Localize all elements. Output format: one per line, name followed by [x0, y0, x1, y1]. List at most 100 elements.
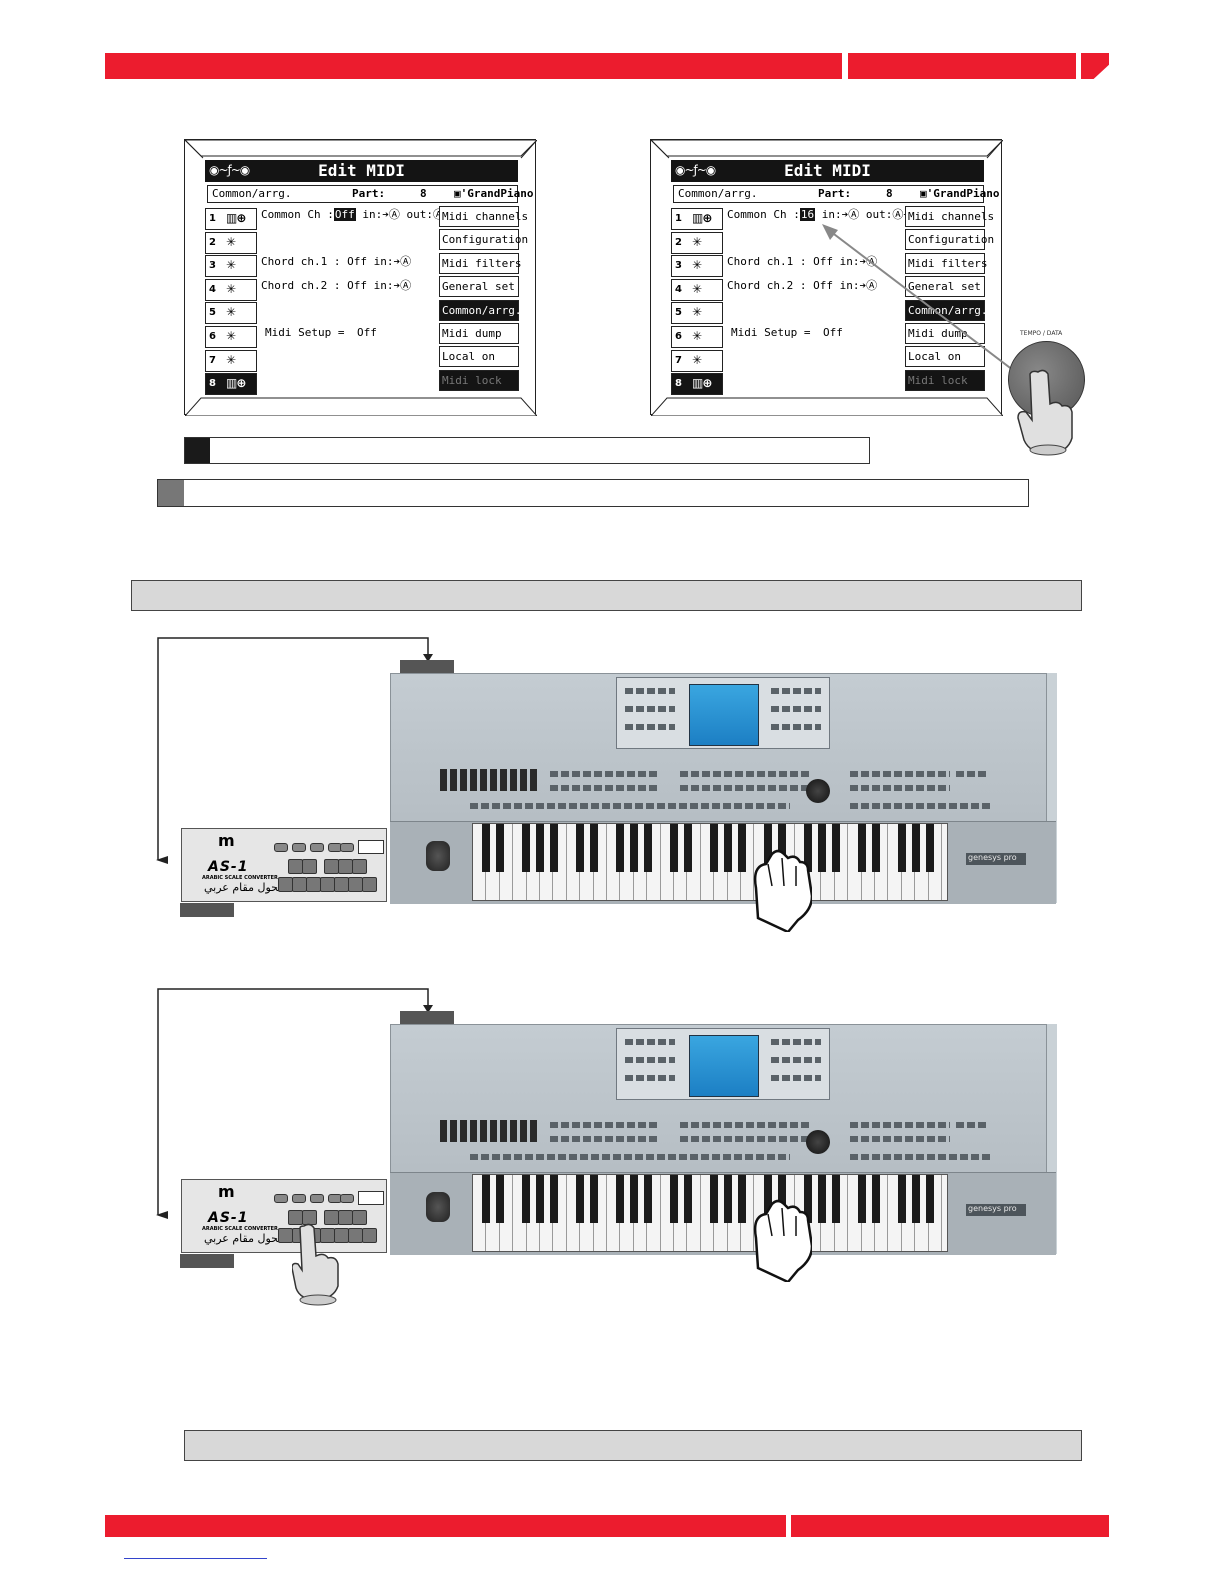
sound-name: ▣'GrandPiano — [920, 187, 1000, 200]
lcd-title: Edit MIDI — [784, 161, 871, 180]
as1-title: AS-1 — [208, 859, 249, 875]
midi-setup-row[interactable]: Midi Setup =Off — [265, 326, 377, 339]
midi-in-icon: ➔Ⓐ — [382, 208, 400, 221]
part-row[interactable]: 4✳ — [671, 278, 723, 301]
part-row[interactable]: 2✳ — [671, 231, 723, 254]
muted-part-icon: ✳ — [692, 328, 702, 343]
menu-item-midi-lock[interactable]: Midi lock — [439, 369, 519, 391]
header-bar-middle — [848, 53, 1076, 79]
data-dial-knob[interactable] — [806, 779, 830, 803]
part-row[interactable]: 2✳ — [205, 231, 257, 254]
part-row[interactable]: 7✳ — [205, 349, 257, 372]
midi-in-icon: ➔Ⓐ — [859, 255, 878, 268]
part-row[interactable]: 4✳ — [205, 278, 257, 301]
keybed[interactable] — [472, 1174, 948, 1252]
menu-item-midi-channels[interactable]: Midi channels — [439, 206, 528, 227]
part-row[interactable]: 5✳ — [205, 302, 257, 325]
part-row[interactable]: 6✳ — [205, 325, 257, 348]
lcd-info-bar: Common/arrg. Part: 8 ▣'GrandPiano — [673, 185, 999, 203]
menu-item-local-on[interactable]: Local on — [905, 346, 985, 368]
port-label-3 — [400, 1011, 454, 1025]
menu-item-general-set[interactable]: General set — [439, 276, 519, 298]
menu-item-general-set[interactable]: General set — [905, 276, 985, 298]
playing-hand-icon — [753, 849, 812, 932]
section-bar-top — [131, 580, 1082, 611]
part-row[interactable]: 1▥⊕ — [205, 208, 257, 230]
midi-cable-2 — [156, 988, 433, 1219]
piano-midi-icon: ▥⊕ — [692, 376, 712, 391]
section-name: Common/arrg. — [678, 187, 758, 200]
muted-part-icon: ✳ — [226, 352, 236, 367]
muted-part-icon: ✳ — [692, 352, 702, 367]
menu-item-midi-channels[interactable]: Midi channels — [905, 206, 994, 227]
common-ch-row[interactable]: Common Ch :16 in:➔Ⓐ out:Ⓐ➔ — [727, 208, 910, 221]
menu-item-local-on[interactable]: Local on — [439, 346, 519, 368]
lcd-bevel — [185, 140, 537, 416]
as1-logo: m — [218, 1182, 235, 1201]
midi-connector-icon: ◉~ƒ~◉ — [675, 163, 716, 177]
chord-ch1-row[interactable]: Chord ch.1 : Off in:➔Ⓐ — [727, 255, 878, 268]
common-ch-row[interactable]: Common Ch :Off in:➔Ⓐ out:Ⓐ➔ — [261, 206, 451, 222]
caption-box-2 — [157, 479, 1029, 507]
menu-item-midi-lock[interactable]: Midi lock — [905, 369, 985, 391]
part-row[interactable]: 3✳ — [205, 255, 257, 278]
footer-link-underline — [124, 1558, 267, 1559]
as1-arabic-text: محول مقام عربي — [204, 1232, 285, 1245]
menu-item-midi-dump[interactable]: Midi dump — [439, 322, 519, 344]
common-ch-value: Off — [333, 208, 356, 221]
genesys-keyboard-2: genesys pro — [390, 1024, 1057, 1255]
muted-part-icon: ✳ — [226, 281, 236, 296]
section-bar-bottom — [184, 1430, 1082, 1461]
part-row[interactable]: 1▥⊕ — [671, 208, 723, 230]
lcd-title: Edit MIDI — [318, 161, 405, 180]
footer-bar-right — [791, 1515, 1109, 1537]
lcd-screen-right: ◉~ƒ~◉ Edit MIDI Common/arrg. Part: 8 ▣'G… — [650, 139, 1003, 416]
caption-box-2-marker — [158, 480, 184, 506]
midi-setup-row[interactable]: Midi Setup =Off — [731, 326, 843, 339]
part-row[interactable]: 6✳ — [671, 325, 723, 348]
as1-display — [358, 840, 384, 854]
menu-item-common-arrg[interactable]: Common/arrg. — [439, 299, 521, 321]
keybed[interactable] — [472, 823, 948, 901]
as1-converter-2: m AS-1 ARABIC SCALE CONVERTER محول مقام … — [181, 1179, 387, 1253]
part-list: 1▥⊕ 2✳ 3✳ 4✳ 5✳ 6✳ 7✳ 8▥⊕ — [205, 208, 257, 397]
lcd-screen-left: ◉~ƒ~◉ Edit MIDI Common/arrg. Part: 8 ▣'G… — [184, 139, 537, 416]
header-bar-corner — [1081, 53, 1109, 79]
pitch-wheel[interactable] — [426, 841, 450, 871]
menu-item-midi-filters[interactable]: Midi filters — [905, 252, 987, 274]
menu-item-configuration[interactable]: Configuration — [905, 229, 994, 251]
muted-part-icon: ✳ — [692, 234, 702, 249]
midi-in-icon: ➔Ⓐ — [841, 208, 860, 221]
caption-box-1-marker — [185, 438, 210, 463]
menu-item-common-arrg[interactable]: Common/arrg. — [905, 299, 987, 321]
part-row-selected[interactable]: 8▥⊕ — [205, 373, 257, 396]
chord-ch2-row[interactable]: Chord ch.2 : Off in:➔Ⓐ — [261, 279, 412, 292]
menu-item-configuration[interactable]: Configuration — [439, 229, 528, 251]
as1-subtitle: ARABIC SCALE CONVERTER — [202, 1226, 278, 1232]
part-row[interactable]: 5✳ — [671, 302, 723, 325]
part-row-selected[interactable]: 8▥⊕ — [671, 373, 723, 396]
muted-part-icon: ✳ — [226, 328, 236, 343]
lcd-info-bar: Common/arrg. Part: 8 ▣'GrandPiano — [207, 185, 533, 203]
part-value: 8 — [886, 187, 893, 200]
port-label-2 — [180, 903, 234, 917]
lcd-menu: Midi channels Configuration Midi filters… — [905, 206, 994, 393]
menu-item-midi-filters[interactable]: Midi filters — [439, 252, 521, 274]
pitch-wheel[interactable] — [426, 1192, 450, 1222]
muted-part-icon: ✳ — [692, 258, 702, 273]
chord-ch2-row[interactable]: Chord ch.2 : Off in:➔Ⓐ — [727, 279, 878, 292]
chord-ch1-row[interactable]: Chord ch.1 : Off in:➔Ⓐ — [261, 255, 412, 268]
port-label-4 — [180, 1254, 234, 1268]
as1-display — [358, 1191, 384, 1205]
as1-subtitle: ARABIC SCALE CONVERTER — [202, 875, 278, 881]
data-dial-knob[interactable] — [806, 1130, 830, 1154]
midi-in-icon: ➔Ⓐ — [393, 255, 412, 268]
playing-hand-icon — [753, 1199, 812, 1282]
menu-item-midi-dump[interactable]: Midi dump — [905, 322, 985, 344]
part-row[interactable]: 7✳ — [671, 349, 723, 372]
part-row[interactable]: 3✳ — [671, 255, 723, 278]
piano-midi-icon: ▥⊕ — [692, 211, 712, 225]
lcd-title-bar: ◉~ƒ~◉ Edit MIDI — [205, 160, 518, 182]
as1-logo: m — [218, 831, 235, 850]
muted-part-icon: ✳ — [226, 234, 236, 249]
